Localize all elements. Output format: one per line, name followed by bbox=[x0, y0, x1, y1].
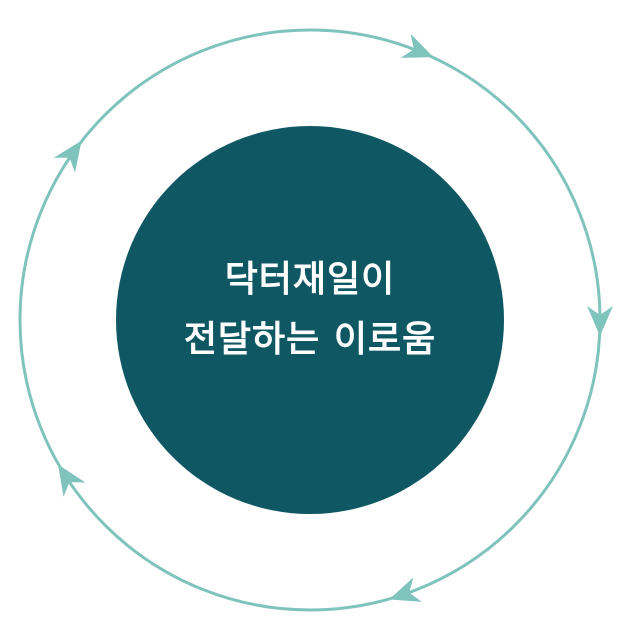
cycle-arrow-icon bbox=[53, 140, 82, 173]
center-circle bbox=[116, 126, 504, 514]
center-label-line-1: 닥터재일이 bbox=[224, 259, 396, 300]
cycle-arrow-icon bbox=[400, 33, 434, 58]
center-label: 닥터재일이 전달하는 이로움 bbox=[120, 250, 500, 370]
cycle-arrow-icon bbox=[389, 577, 422, 602]
center-label-line-2: 전달하는 이로움 bbox=[183, 319, 437, 360]
cycle-arrow-icon bbox=[58, 464, 86, 497]
cycle-arrow-icon bbox=[587, 306, 613, 336]
cycle-arrows bbox=[53, 33, 613, 602]
